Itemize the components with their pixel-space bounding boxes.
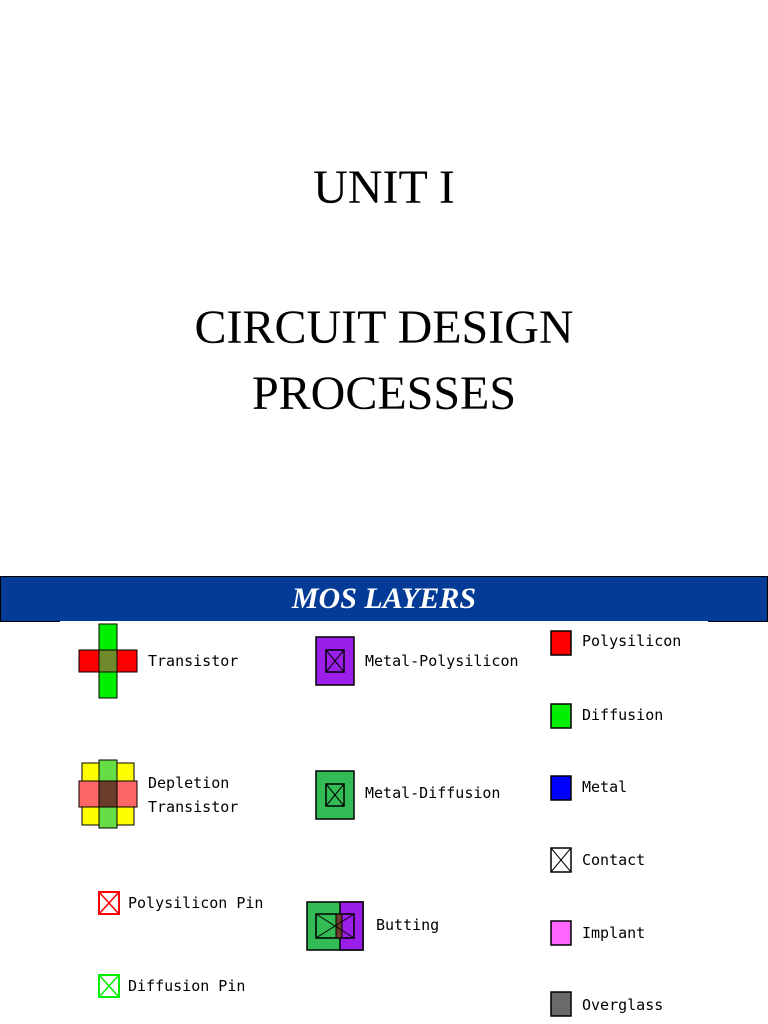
title-line-1: CIRCUIT DESIGN xyxy=(194,301,574,354)
label-depletion-line-2: Transistor xyxy=(148,798,239,816)
label-diffusion: Diffusion xyxy=(582,706,664,724)
contact-swatch-icon xyxy=(550,847,572,873)
label-metal: Metal xyxy=(582,778,628,796)
label-overglass: Overglass xyxy=(582,996,664,1014)
label-diffusion-pin: Diffusion Pin xyxy=(128,977,246,995)
unit-heading: UNIT I xyxy=(313,161,455,214)
metal-swatch-icon xyxy=(550,775,572,801)
depletion-transistor-icon xyxy=(78,759,138,829)
diffusion-pin-icon xyxy=(98,974,120,998)
butting-icon xyxy=(306,901,364,951)
polysilicon-swatch-icon xyxy=(550,630,572,656)
label-butting: Butting xyxy=(376,916,440,934)
label-polysilicon-pin: Polysilicon Pin xyxy=(128,894,264,912)
label-implant: Implant xyxy=(582,924,646,942)
section-banner: MOS LAYERS xyxy=(0,576,768,622)
mos-layers-legend: Transistor Depletion Transistor Polysili… xyxy=(60,621,708,1024)
metal-diffusion-icon xyxy=(315,770,355,820)
diffusion-swatch-icon xyxy=(550,703,572,729)
implant-swatch-icon xyxy=(550,920,572,946)
label-contact: Contact xyxy=(582,851,646,869)
label-metal-diffusion: Metal-Diffusion xyxy=(365,784,501,802)
label-transistor: Transistor xyxy=(148,652,239,670)
label-polysilicon: Polysilicon xyxy=(582,632,682,650)
polysilicon-pin-icon xyxy=(98,891,120,915)
label-depletion-line-1: Depletion xyxy=(148,774,230,792)
overglass-swatch-icon xyxy=(550,991,572,1017)
banner-title: MOS LAYERS xyxy=(291,582,477,615)
transistor-icon xyxy=(78,623,138,699)
metal-polysilicon-icon xyxy=(315,636,355,686)
label-metal-polysilicon: Metal-Polysilicon xyxy=(365,652,519,670)
title-line-2: PROCESSES xyxy=(251,367,517,420)
